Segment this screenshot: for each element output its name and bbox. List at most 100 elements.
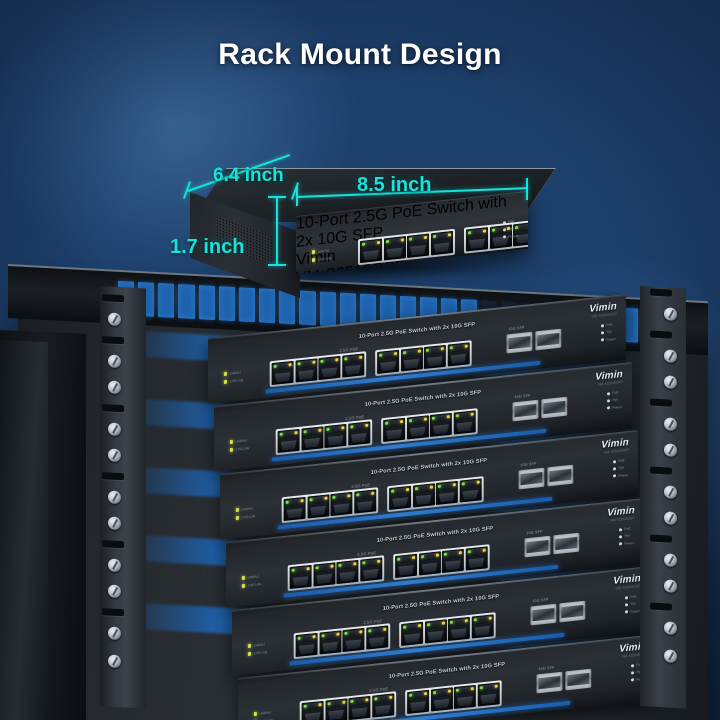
sfp-group-label: 10G SFP	[508, 325, 525, 332]
rj45-port[interactable]	[301, 700, 324, 720]
rj45-port[interactable]	[371, 693, 394, 718]
port-act-led-icon	[335, 357, 339, 361]
led-indicator-icon	[241, 576, 246, 580]
rj45-port[interactable]	[441, 548, 464, 574]
rj45-port[interactable]	[435, 480, 458, 506]
rj45-port[interactable]	[324, 423, 347, 449]
rj45-port[interactable]	[360, 238, 382, 264]
status-led-icon	[618, 542, 622, 546]
rj45-port[interactable]	[353, 489, 376, 514]
rj45-port[interactable]	[295, 358, 317, 383]
rj45-port[interactable]	[318, 355, 341, 381]
port-act-led-icon	[476, 480, 480, 484]
rj45-port[interactable]	[301, 426, 323, 451]
port-link-led-icon	[291, 568, 295, 572]
sfp-port[interactable]	[535, 328, 562, 351]
port-act-led-icon	[447, 232, 451, 237]
rj45-port[interactable]	[307, 494, 329, 519]
port-act-led-icon	[370, 491, 374, 495]
led-indicator-icon	[223, 380, 228, 384]
led-indicator-icon	[253, 712, 258, 716]
port-act-led-icon	[306, 566, 310, 570]
port-link-led-icon	[361, 560, 365, 565]
sfp-port[interactable]	[553, 532, 580, 555]
port-link-led-icon	[408, 418, 412, 422]
rj45-port[interactable]	[400, 347, 423, 372]
rj45-port[interactable]	[271, 360, 294, 386]
rack-screw	[108, 584, 121, 599]
rj45-port[interactable]	[341, 353, 364, 378]
sfp-port[interactable]	[536, 671, 563, 694]
rj45-port[interactable]	[325, 698, 347, 720]
rj45-port[interactable]	[277, 428, 300, 454]
rj45-port[interactable]	[471, 614, 494, 639]
rack-slot	[650, 398, 672, 407]
port-link-led-icon	[332, 495, 336, 499]
rj45-port[interactable]	[395, 553, 418, 578]
sfp-port[interactable]	[524, 535, 551, 558]
rj45-port[interactable]	[447, 616, 470, 642]
port-act-led-icon	[312, 634, 316, 638]
left-led-legend: Link/Act 2.5G Link	[312, 248, 331, 262]
port-act-led-icon	[418, 623, 422, 627]
sfp-port[interactable]	[559, 600, 586, 623]
rj45-port[interactable]	[423, 344, 446, 370]
sfp-port[interactable]	[565, 668, 592, 691]
sfp-port[interactable]	[541, 396, 568, 419]
rj45-port[interactable]	[407, 689, 430, 714]
rj45-port[interactable]	[453, 684, 476, 710]
rj45-port[interactable]	[283, 496, 306, 522]
rj45-port[interactable]	[447, 342, 470, 367]
rj45-port[interactable]	[459, 478, 482, 503]
rj45-port[interactable]	[418, 551, 441, 576]
rj45-port[interactable]	[407, 233, 429, 258]
rj45-port[interactable]	[295, 632, 318, 658]
port-link-led-icon	[320, 359, 324, 363]
rj45-port[interactable]	[342, 627, 365, 653]
port-act-led-icon	[483, 228, 486, 233]
rj45-port[interactable]	[289, 564, 312, 590]
port-link-led-icon	[273, 364, 277, 368]
rj45-port[interactable]	[424, 619, 447, 644]
rj45-port[interactable]	[430, 230, 453, 256]
rj45-port[interactable]	[401, 621, 424, 646]
rj45-port[interactable]	[347, 421, 370, 446]
rj45-port[interactable]	[383, 236, 406, 261]
port-act-led-icon	[358, 355, 362, 359]
rj45-port[interactable]	[477, 682, 500, 707]
rj45-port[interactable]	[377, 349, 400, 374]
rj45-port[interactable]	[466, 227, 488, 252]
rack-slot	[650, 288, 672, 297]
rj45-port[interactable]	[389, 485, 412, 510]
status-led-icon	[606, 399, 610, 403]
port-act-led-icon	[464, 344, 468, 348]
sfp-port[interactable]	[506, 331, 533, 354]
rj45-port[interactable]	[406, 415, 429, 440]
rj45-port[interactable]	[365, 625, 388, 650]
sfp-port[interactable]	[512, 399, 539, 422]
rj45-port[interactable]	[336, 559, 359, 585]
port-act-led-icon	[482, 548, 486, 552]
sfp-port[interactable]	[518, 467, 545, 490]
rj45-port[interactable]	[412, 483, 435, 508]
rj45-port[interactable]	[359, 557, 382, 582]
status-led-icon	[502, 220, 506, 225]
port-link-led-icon	[437, 484, 441, 488]
sfp-port[interactable]	[530, 603, 557, 626]
rj45-port[interactable]	[313, 562, 335, 587]
rj45-port[interactable]	[430, 687, 453, 712]
rj45-port[interactable]	[383, 417, 406, 442]
rj45-port[interactable]	[429, 412, 452, 438]
sfp-group-label: 10G SFP	[526, 529, 543, 536]
rj45-port[interactable]	[465, 546, 488, 571]
status-led-group: PoE Sys Power	[502, 219, 518, 239]
rj45-port[interactable]	[453, 410, 476, 435]
rj45-port[interactable]	[319, 630, 341, 655]
sfp-port[interactable]	[547, 464, 574, 487]
port-link-led-icon	[473, 617, 477, 621]
rj45-port[interactable]	[348, 695, 371, 720]
rack-vent-slot	[218, 286, 235, 322]
rack-rail-right	[640, 286, 686, 709]
rj45-port[interactable]	[330, 491, 353, 517]
